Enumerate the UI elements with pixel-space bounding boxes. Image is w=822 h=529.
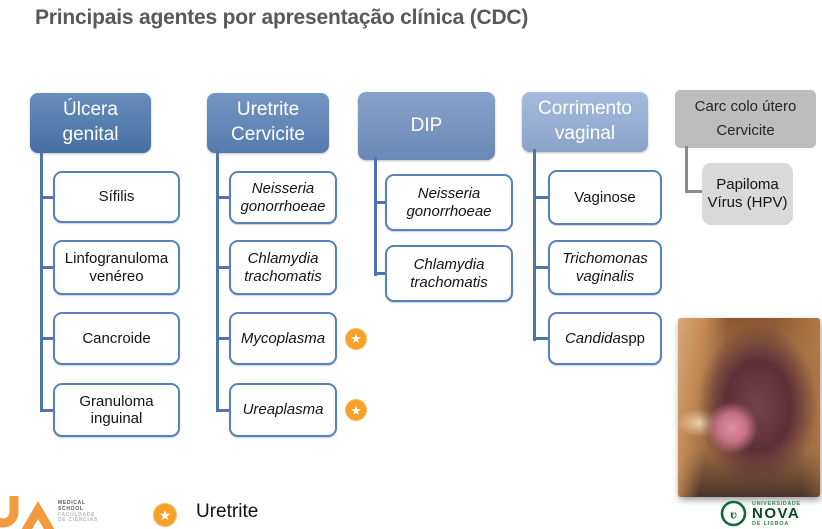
legend-label: Uretrite — [196, 501, 259, 522]
logo-text-line: UNIVERSIDADE — [752, 501, 801, 507]
star-icon: ★ — [345, 399, 367, 421]
agent-label: Neisseria gonorrhoeae — [240, 180, 326, 215]
medical-school-logo-icon — [0, 496, 55, 529]
connector-line — [216, 196, 231, 199]
connector-line — [374, 272, 387, 275]
agent-box: Trichomonas vaginalis — [548, 240, 662, 295]
agent-box: Chlamydia trachomatis — [229, 240, 337, 295]
connector-line — [40, 150, 43, 412]
agent-label: Trichomonas vaginalis — [562, 250, 648, 285]
gray-header-carc-colo-utero: Carc colo útero Cervicite — [675, 90, 816, 148]
connector-line — [533, 149, 536, 341]
agent-label: Neisseria gonorrhoeae — [406, 185, 492, 220]
connector-line — [216, 266, 231, 269]
connector-line — [216, 408, 231, 412]
connector-line — [40, 408, 55, 412]
logo-text-line: NOVA — [752, 505, 801, 522]
medical-school-logo-text: MEDICAL SCHOOL FACULDADE DE CIÊNCIAS — [58, 500, 98, 524]
medical-school-logo: MEDICAL SCHOOL FACULDADE DE CIÊNCIAS — [0, 494, 150, 529]
logo-text-line: SCHOOL — [58, 505, 84, 512]
agent-box: Granuloma inguinal — [53, 383, 180, 437]
agent-box: Ureaplasma — [229, 383, 337, 437]
nova-university-logo: ʋ UNIVERSIDADE NOVA DE LISBOA — [720, 499, 822, 529]
agent-label: Mycoplasma — [240, 329, 326, 347]
svg-text:ʋ: ʋ — [730, 507, 737, 522]
agent-box: Sífilis — [53, 171, 180, 223]
agent-label: Chlamydia trachomatis — [244, 250, 322, 285]
agent-box: Cancroide — [53, 312, 180, 365]
agent-box: Chlamydia trachomatis — [385, 245, 513, 302]
connector-line — [374, 201, 387, 204]
agent-label: Granuloma inguinal — [79, 392, 154, 427]
connector-line — [533, 266, 550, 269]
logo-text-line: FACULDADE — [58, 511, 96, 518]
agent-label: spp — [620, 329, 646, 347]
column-header-uretrite-cervicite: Uretrite Cervicite — [207, 93, 329, 153]
connector-line — [40, 337, 55, 340]
agent-label: Vaginose — [574, 188, 636, 206]
column-header-dip: DIP — [358, 92, 495, 160]
connector-line — [40, 195, 55, 199]
connector-line — [216, 150, 219, 412]
agent-label: Sífilis — [98, 188, 135, 206]
agent-label: Ureaplasma — [242, 401, 324, 419]
agent-box: Mycoplasma — [229, 312, 337, 365]
agent-box: Candida spp — [548, 312, 662, 365]
star-icon: ★ — [153, 503, 177, 527]
agent-label: Chlamydia trachomatis — [410, 256, 488, 291]
column-header-corrimento-vaginal: Corrimento vaginal — [522, 92, 648, 152]
connector-line — [533, 196, 550, 199]
connector-line — [374, 157, 377, 276]
logo-text-line: DE LISBOA — [752, 521, 790, 527]
connector-line — [216, 337, 231, 340]
logo-text-line: MEDICAL — [58, 500, 86, 506]
star-icon: ★ — [345, 327, 367, 350]
agent-label: Cancroide — [82, 329, 151, 347]
agent-box: Vaginose — [548, 170, 662, 225]
nova-emblem-icon: ʋ — [720, 500, 747, 527]
clinical-photo — [678, 318, 820, 497]
nova-logo-text: UNIVERSIDADE NOVA DE LISBOA — [752, 501, 801, 527]
agent-box: Neisseria gonorrhoeae — [229, 171, 337, 224]
agent-box-hpv: Papiloma Vírus (HPV) — [702, 163, 793, 225]
connector-line — [533, 337, 550, 340]
logo-text-line: DE CIÊNCIAS — [58, 517, 98, 524]
agent-box: Neisseria gonorrhoeae — [385, 174, 513, 231]
connector-line — [40, 266, 55, 269]
connector-line — [685, 146, 688, 193]
column-header-ulcera-genital: Úlcera genital — [30, 93, 151, 153]
page-title: Principais agentes por apresentação clín… — [35, 6, 529, 29]
agent-label: Linfogranuloma venéreo — [64, 250, 169, 285]
connector-line — [685, 190, 702, 193]
agent-box: Linfogranuloma venéreo — [53, 240, 180, 295]
agent-label: Candida — [564, 329, 621, 347]
